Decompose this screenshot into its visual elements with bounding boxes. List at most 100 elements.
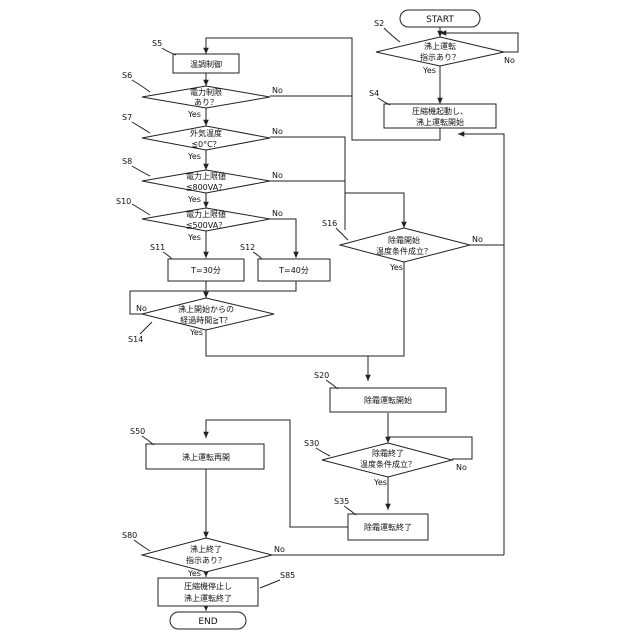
step-id-s10: S10 (116, 197, 131, 206)
s7-decision: 外気温度 ≦0°C？ (142, 126, 270, 150)
start-terminal: START (400, 10, 480, 27)
s12-process: T=40分 (258, 259, 330, 281)
leader-s5 (162, 48, 176, 55)
leader-s85 (260, 580, 280, 588)
step-id-s50: S50 (130, 427, 145, 436)
s14-decision: 沸上開始からの 経過時間≧T？ (142, 298, 274, 330)
s14-line-2: 経過時間≧T？ (180, 315, 232, 325)
s6-line-2: あり？ (194, 98, 218, 107)
s80-no-label: No (274, 545, 285, 554)
s6-line-1: 電力制限 (190, 87, 222, 97)
s2-no-label: No (504, 56, 515, 65)
leader-s80 (134, 540, 150, 551)
connector-s16-yes (368, 262, 404, 356)
s7-line-2: ≦0°C？ (191, 140, 220, 149)
step-id-s16: S16 (322, 219, 337, 228)
step-id-s7: S7 (122, 113, 132, 122)
s14-line-1: 沸上開始からの (178, 304, 234, 314)
s14-yes-label: Yes (189, 328, 203, 337)
step-id-s8: S8 (122, 157, 132, 166)
s10-line-2: ≦500VA？ (186, 221, 226, 230)
step-id-s2: S2 (374, 19, 384, 28)
s7-line-1: 外気温度 (190, 128, 222, 138)
step-id-s5: S5 (152, 39, 162, 48)
s4-line-1: 圧縮機起動し、 (412, 106, 468, 116)
leader-s14 (140, 322, 152, 334)
s10-yes-label: Yes (187, 233, 201, 242)
s30-decision: 除霜終了 温度条件成立？ (322, 443, 452, 477)
connector-s14-s20 (206, 330, 368, 381)
leader-s2 (384, 28, 400, 42)
s20-line-1: 除霜運転開始 (364, 395, 412, 405)
end-label: END (198, 617, 217, 627)
end-terminal: END (170, 612, 246, 629)
step-ids: S2 S4 S5 S6 S7 S8 S10 S11 S12 S14 S16 S2… (116, 19, 400, 588)
s2-decision: 沸上運転 指示あり？ (376, 37, 504, 66)
step-id-s80: S80 (122, 531, 137, 540)
s16-decision: 除霜開始 温度条件成立？ (340, 228, 470, 262)
connector-return-s4 (458, 134, 504, 555)
step-id-s4: S4 (369, 89, 379, 98)
s8-line-1: 電力上限値 (186, 171, 226, 181)
s5-process: 温調制御 (173, 54, 239, 73)
leader-s7 (132, 122, 150, 133)
s16-line-2: 温度条件成立？ (376, 246, 432, 256)
s50-line-1: 沸上運転再開 (182, 452, 230, 462)
s11-process: T=30分 (168, 259, 244, 281)
s6-yes-label: Yes (187, 110, 201, 119)
step-id-s85: S85 (280, 571, 295, 580)
s30-yes-label: Yes (373, 478, 387, 487)
s11-line-1: T=30分 (190, 266, 221, 275)
connector-s10-s12 (270, 219, 296, 258)
s20-process: 除霜運転開始 (330, 388, 446, 412)
s4-line-2: 沸上運転開始 (416, 117, 464, 127)
s10-decision: 電力上限値 ≦500VA？ (142, 208, 270, 231)
s85-line-1: 圧縮機停止し (184, 581, 232, 591)
connector-s12-s14 (206, 281, 296, 291)
leader-s10 (132, 204, 150, 215)
s16-line-1: 除霜開始 (388, 235, 420, 245)
s80-decision: 沸上終了 指示あり？ (142, 538, 272, 572)
leader-s12 (253, 252, 262, 259)
s16-yes-label: Yes (389, 263, 403, 272)
connector-s35-s50 (206, 420, 348, 527)
s85-line-2: 沸上運転終了 (184, 593, 232, 603)
connector-trunk-s16 (345, 181, 404, 228)
step-id-s20: S20 (314, 371, 329, 380)
s14-no-label: No (136, 304, 147, 313)
leader-s6 (132, 80, 150, 92)
s10-line-1: 電力上限値 (186, 209, 226, 219)
s5-line-1: 温調制御 (190, 59, 222, 69)
s2-yes-label: Yes (422, 66, 436, 75)
s8-yes-label: Yes (187, 195, 201, 204)
step-id-s35: S35 (334, 497, 349, 506)
leader-s8 (132, 166, 150, 176)
s6-decision: 電力制限 あり？ (142, 86, 270, 108)
s7-yes-label: Yes (187, 152, 201, 161)
s80-yes-label: Yes (187, 569, 201, 578)
s80-line-2: 指示あり？ (186, 555, 226, 565)
s7-no-label: No (272, 127, 283, 136)
start-label: START (426, 15, 454, 25)
step-id-s30: S30 (304, 439, 319, 448)
s10-no-label: No (272, 209, 283, 218)
s35-process: 除霜運転終了 (348, 514, 428, 540)
s8-line-2: ≦800VA？ (186, 183, 226, 192)
leader-s16 (336, 228, 348, 240)
step-id-s11: S11 (150, 243, 165, 252)
s30-line-2: 温度条件成立？ (360, 459, 416, 469)
leader-s30 (316, 448, 330, 456)
s80-line-1: 沸上終了 (190, 544, 222, 554)
s12-line-1: T=40分 (278, 266, 309, 275)
s16-no-label: No (472, 235, 483, 244)
s2-line-2: 指示あり？ (420, 52, 460, 62)
s4-process: 圧縮機起動し、 沸上運転開始 (384, 104, 496, 128)
step-id-s12: S12 (240, 243, 255, 252)
s50-process: 沸上運転再開 (146, 444, 264, 469)
leader-s11 (163, 252, 172, 259)
s35-line-1: 除霜運転終了 (364, 522, 412, 532)
s30-line-1: 除霜終了 (372, 448, 404, 458)
s8-no-label: No (272, 171, 283, 180)
step-id-s14: S14 (128, 335, 143, 344)
